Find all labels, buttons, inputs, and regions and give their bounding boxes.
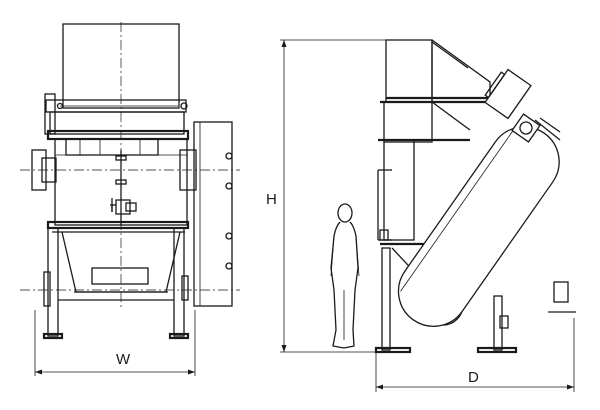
- side-leg-rear: [493, 295, 503, 351]
- front-view: W: [20, 22, 240, 376]
- flywheel: [193, 121, 233, 307]
- human-figure: [330, 203, 360, 349]
- front-leg-right: [173, 227, 185, 337]
- motor-detail: [511, 113, 541, 143]
- belt-guard: [397, 126, 560, 327]
- discharge-opening: [91, 267, 149, 285]
- side-upper-body: [383, 101, 433, 143]
- side-view: H: [266, 39, 576, 392]
- rear-bearing: [553, 281, 569, 303]
- side-lower-body: [383, 139, 415, 241]
- front-leg-left: [47, 227, 59, 337]
- motor-flange: [484, 68, 532, 120]
- hinge-bracket: [44, 93, 56, 135]
- height-label: H: [266, 191, 277, 208]
- side-leg-front: [381, 247, 391, 351]
- depth-label: D: [468, 369, 479, 386]
- cutting-chamber-band: [49, 111, 185, 135]
- side-hopper: [385, 39, 433, 103]
- width-label: W: [116, 351, 131, 368]
